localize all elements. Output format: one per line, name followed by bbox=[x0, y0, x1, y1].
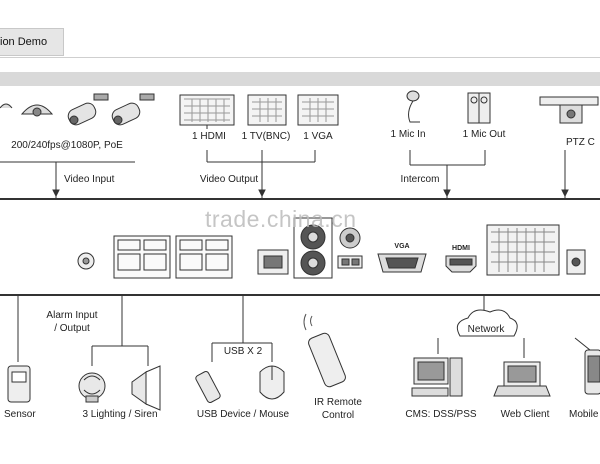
demo-tab[interactable]: ion Demo bbox=[0, 28, 64, 56]
dome-camera-icon bbox=[20, 104, 54, 117]
poe-ports-icon bbox=[113, 235, 233, 279]
intercom-label: Intercom bbox=[400, 174, 440, 185]
rear-panel bbox=[0, 198, 600, 296]
watermark: trade.china.cn bbox=[205, 206, 357, 232]
audio-bnc-ports-icon bbox=[293, 217, 333, 279]
alarm-terminal-icon bbox=[486, 224, 560, 276]
bnc-port-icon bbox=[339, 227, 361, 249]
bullet-camera-icon bbox=[67, 93, 109, 126]
vga-monitor-icon bbox=[297, 94, 339, 126]
ethernet-port-icon bbox=[257, 249, 289, 275]
ptz-label: PTZ C bbox=[566, 137, 595, 148]
vga-output-label: 1 VGA bbox=[303, 131, 333, 142]
mobile-phone-icon bbox=[584, 349, 600, 395]
network-label: Network bbox=[467, 324, 505, 335]
microphone-icon bbox=[406, 90, 420, 123]
speaker-icon bbox=[467, 92, 491, 124]
video-input-label: Video Input bbox=[64, 174, 115, 185]
mobile-label: Mobile bbox=[569, 409, 599, 420]
section-band bbox=[0, 72, 600, 86]
tab-divider bbox=[0, 57, 600, 58]
hdmi-monitor-icon bbox=[179, 94, 235, 129]
cms-computer-icon bbox=[411, 357, 463, 397]
hdmi-port-icon bbox=[445, 255, 477, 273]
siren-icon bbox=[131, 365, 161, 411]
dome-camera-half-icon bbox=[0, 103, 13, 109]
video-output-label: Video Output bbox=[199, 174, 259, 185]
vga-port-icon bbox=[377, 253, 427, 273]
bullet-camera-icon bbox=[111, 93, 155, 126]
usb-device-mouse-label: USB Device / Mouse bbox=[196, 409, 290, 420]
usb-ports-icon bbox=[337, 255, 363, 269]
alarm-io-label: Alarm Input bbox=[46, 310, 98, 321]
ptz-camera-icon bbox=[539, 96, 599, 124]
ir-remote-label: IR Remote bbox=[314, 397, 362, 408]
mic-in-label: 1 Mic In bbox=[390, 129, 426, 140]
ir-remote-label-2: Control bbox=[321, 410, 355, 421]
sensor-label: Sensor bbox=[4, 409, 36, 420]
tv-monitor-icon bbox=[247, 94, 287, 126]
hdmi-port-label: HDMI bbox=[452, 245, 470, 252]
usb-x2-label: USB X 2 bbox=[223, 346, 263, 357]
camera-spec-label: 200/240fps@1080P, PoE bbox=[11, 140, 123, 151]
web-client-label: Web Client bbox=[500, 409, 550, 420]
power-port-icon bbox=[77, 252, 95, 270]
mic-out-label: 1 Mic Out bbox=[462, 129, 506, 140]
mouse-icon bbox=[259, 365, 285, 400]
cms-label: CMS: DSS/PSS bbox=[405, 409, 477, 420]
lighting-icon bbox=[78, 372, 106, 403]
sensor-icon bbox=[7, 365, 31, 403]
tv-bnc-output-label: 1 TV(BNC) bbox=[241, 131, 291, 142]
remote-control-icon bbox=[303, 313, 346, 388]
vga-port-label: VGA bbox=[394, 243, 410, 250]
alarm-io-label-2: / Output bbox=[54, 323, 90, 334]
hdmi-output-label: 1 HDMI bbox=[192, 131, 226, 142]
network-cloud-icon bbox=[456, 309, 518, 337]
dc-power-port-icon bbox=[566, 249, 586, 275]
laptop-icon bbox=[493, 361, 551, 397]
usb-device-icon bbox=[195, 371, 221, 403]
demo-tab-label: ion Demo bbox=[0, 36, 48, 48]
lighting-siren-label: 3 Lighting / Siren bbox=[82, 409, 158, 420]
